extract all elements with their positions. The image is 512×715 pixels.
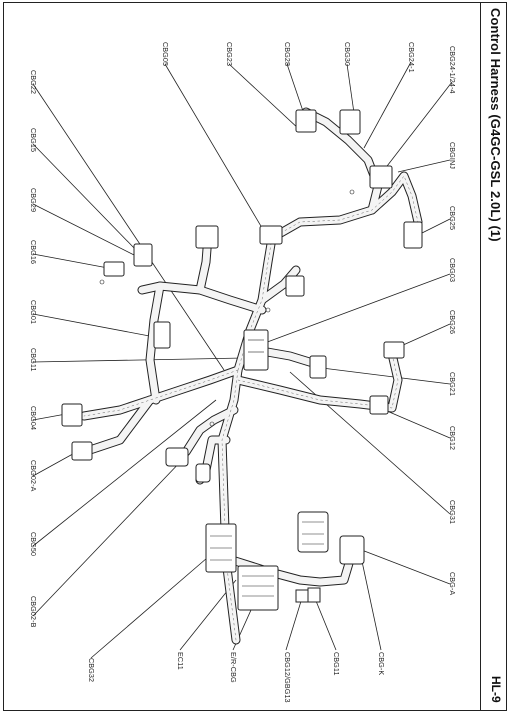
cbg28-connector bbox=[295, 109, 317, 133]
label-cbg28: CBG28 bbox=[283, 42, 292, 67]
label-cbg24-1-24-4: CBG24-1/24-4 bbox=[448, 46, 457, 94]
leader-cbg31 bbox=[289, 371, 451, 515]
label-cbg15: CBG15 bbox=[29, 128, 38, 153]
cbg26-connector bbox=[383, 341, 405, 359]
label-cbg02-b: CBG02-B bbox=[29, 596, 38, 628]
leader-cbg23 bbox=[228, 63, 301, 131]
cbg-k-connector bbox=[339, 535, 365, 565]
leader-lines bbox=[32, 61, 453, 659]
leader-cbg02-b bbox=[32, 457, 185, 617]
label-cbginj: CBGINJ bbox=[448, 142, 457, 169]
leader-cbginj bbox=[397, 159, 451, 173]
label-cbg31: CBG31 bbox=[448, 500, 457, 525]
leader-cbg24-1 bbox=[363, 61, 412, 149]
leader-cbg05 bbox=[164, 63, 269, 239]
label-cbg05: CBG05 bbox=[161, 42, 170, 67]
label-cbg50: CBG50 bbox=[29, 532, 38, 557]
label-cbg29: CBG29 bbox=[29, 188, 38, 213]
cbg21-connector bbox=[309, 355, 327, 379]
leader-cbg15 bbox=[32, 143, 137, 251]
label-cbg21: CBG21 bbox=[448, 372, 457, 397]
leader-cbg11-r bbox=[313, 595, 337, 651]
cbg30-connector bbox=[339, 109, 361, 135]
cbg22-connector bbox=[195, 225, 219, 249]
leader-cbg32 bbox=[90, 557, 208, 659]
leader-cbg16 bbox=[32, 253, 109, 269]
cbg01-connector bbox=[153, 321, 171, 349]
label-cbg30: CBG30 bbox=[343, 42, 352, 67]
cbg02b-connector bbox=[165, 447, 189, 467]
label-cbg12-gbg13: CBG12/GBG13 bbox=[283, 652, 292, 703]
label-cbg04: CBG04 bbox=[29, 406, 38, 431]
cbg11-connector bbox=[307, 587, 321, 603]
cbg12-connector bbox=[295, 589, 309, 603]
leader-cbg01 bbox=[32, 313, 161, 339]
label-ec11: EC11 bbox=[176, 652, 185, 670]
cbg02a-connector bbox=[71, 441, 93, 461]
cbg12-r-connector bbox=[369, 395, 389, 415]
label-cbg16: CBG16 bbox=[29, 240, 38, 265]
leader-cbg11-l bbox=[32, 357, 245, 363]
label-cbg12: CBG12 bbox=[448, 426, 457, 451]
page-border bbox=[3, 2, 507, 711]
title-strip bbox=[480, 2, 507, 711]
connector-shapes bbox=[61, 109, 423, 611]
leader-cbg12-gbg13 bbox=[285, 597, 303, 651]
cbg15-connector bbox=[133, 243, 153, 267]
leader-cbg22 bbox=[32, 83, 225, 371]
cbg16-connector bbox=[103, 261, 125, 277]
leader-cbg04 bbox=[32, 413, 67, 421]
label-cbg11-right: CBG11 bbox=[332, 652, 341, 676]
label-cbg24-1: CBG24-1 bbox=[407, 42, 416, 73]
cbg25-connector bbox=[403, 221, 423, 249]
label-cbg03: CBG03 bbox=[448, 258, 457, 283]
label-cbg01: CBG01 bbox=[29, 300, 38, 325]
junction-block bbox=[243, 329, 269, 371]
cbg-a-connector bbox=[297, 511, 329, 553]
cbg04-connector bbox=[61, 403, 83, 427]
leader-cbg12 bbox=[379, 407, 451, 439]
label-cbg-a: CBG-A bbox=[448, 572, 457, 596]
er-cbg-connector bbox=[237, 565, 279, 611]
label-cbg26: CBG26 bbox=[448, 310, 457, 335]
connector-details bbox=[99, 189, 355, 597]
cbg50-connector bbox=[195, 463, 211, 483]
label-cbg-k: CBG-K bbox=[377, 652, 386, 676]
leader-cbg03 bbox=[261, 273, 451, 345]
label-cbg32: CBG32 bbox=[87, 658, 96, 683]
leader-cbg29 bbox=[32, 203, 141, 259]
harness-bundles bbox=[79, 107, 423, 645]
cbginj-connector bbox=[369, 165, 393, 189]
label-cbg22: CBG22 bbox=[29, 70, 38, 95]
label-cbg25: CBG25 bbox=[448, 206, 457, 231]
leader-cbg21 bbox=[321, 367, 451, 385]
label-cbg23: CBG23 bbox=[225, 42, 234, 67]
leader-cbg50 bbox=[32, 399, 217, 547]
leader-cbg-k bbox=[359, 551, 382, 651]
label-er-cbg: E/R-CBG bbox=[229, 652, 238, 683]
cbg05-connector bbox=[259, 225, 283, 245]
label-cbg02-a: CBG02-A bbox=[29, 460, 38, 492]
label-cbg11-left: CBG11 bbox=[29, 348, 38, 372]
cbg03-connector bbox=[285, 275, 305, 297]
leader-cbg24-1-24-4 bbox=[383, 81, 453, 171]
